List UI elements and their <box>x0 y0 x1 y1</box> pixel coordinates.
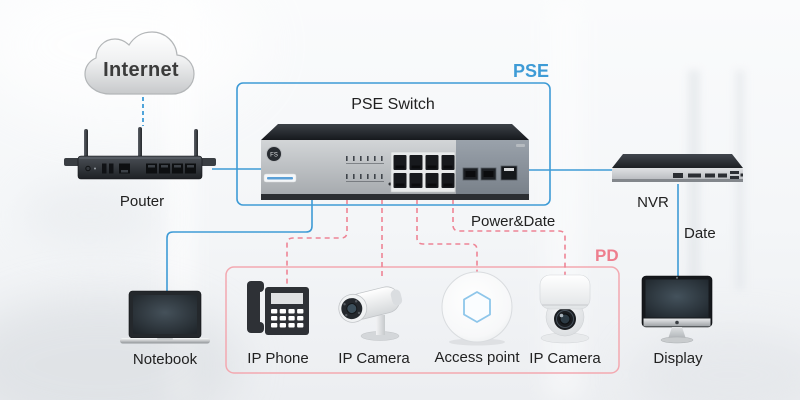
internet-label: Internet <box>103 59 179 81</box>
link-switch-access-point <box>416 199 478 273</box>
nvr-ports <box>673 171 743 179</box>
notebook-icon <box>120 290 210 344</box>
rj45-ports <box>393 155 455 188</box>
bullet-camera-icon <box>338 286 403 341</box>
notebook-node <box>119 289 211 345</box>
ip-phone-icon <box>247 281 309 335</box>
access-point-label: Access point <box>434 349 520 366</box>
nvr-node <box>610 152 745 185</box>
ip-camera-dome-node <box>530 273 600 345</box>
access-point-icon <box>441 271 513 346</box>
router-label: Pouter <box>119 193 165 210</box>
ip-phone-label: IP Phone <box>247 350 309 367</box>
pse-switch-label: PSE Switch <box>351 96 435 113</box>
notebook-label: Notebook <box>132 351 198 368</box>
ip-camera-bullet-node <box>330 273 414 345</box>
ip-phone-node <box>245 279 311 345</box>
pse-zone-frame <box>236 82 551 206</box>
poe-switch-icon: FS <box>261 124 529 200</box>
access-point-node <box>438 271 516 347</box>
display-label: Display <box>653 350 703 367</box>
cloud-icon <box>84 31 195 95</box>
pd-zone-frame <box>225 266 620 374</box>
nvr-label: NVR <box>637 194 669 211</box>
nvr-icon <box>612 154 743 182</box>
phone-keypad <box>271 309 304 328</box>
display-node <box>640 275 714 345</box>
router-node <box>62 127 218 181</box>
sfp-ports <box>462 167 497 181</box>
pse-zone-label: PSE <box>512 61 549 81</box>
bg-blur-shape <box>20 180 160 250</box>
console-port <box>500 165 518 181</box>
pd-zone-label: PD <box>595 246 619 265</box>
link-switch-ip-phone <box>286 199 348 284</box>
date-link-label: Date <box>684 225 716 242</box>
power-date-link-label: Power&Date <box>471 213 556 230</box>
internet-node <box>84 22 196 100</box>
router-icon <box>64 127 216 180</box>
link-switch-dome-camera <box>452 199 566 276</box>
fs-logo-text: FS <box>270 153 278 159</box>
monitor-icon <box>641 275 713 344</box>
link-switch-notebook <box>166 199 313 291</box>
pse-switch-node: FS <box>258 122 532 200</box>
dome-camera-icon <box>539 274 591 344</box>
ip-camera-dome-label: IP Camera <box>529 350 601 367</box>
led-indicators <box>346 156 384 182</box>
ip-camera-bullet-label: IP Camera <box>338 350 410 367</box>
